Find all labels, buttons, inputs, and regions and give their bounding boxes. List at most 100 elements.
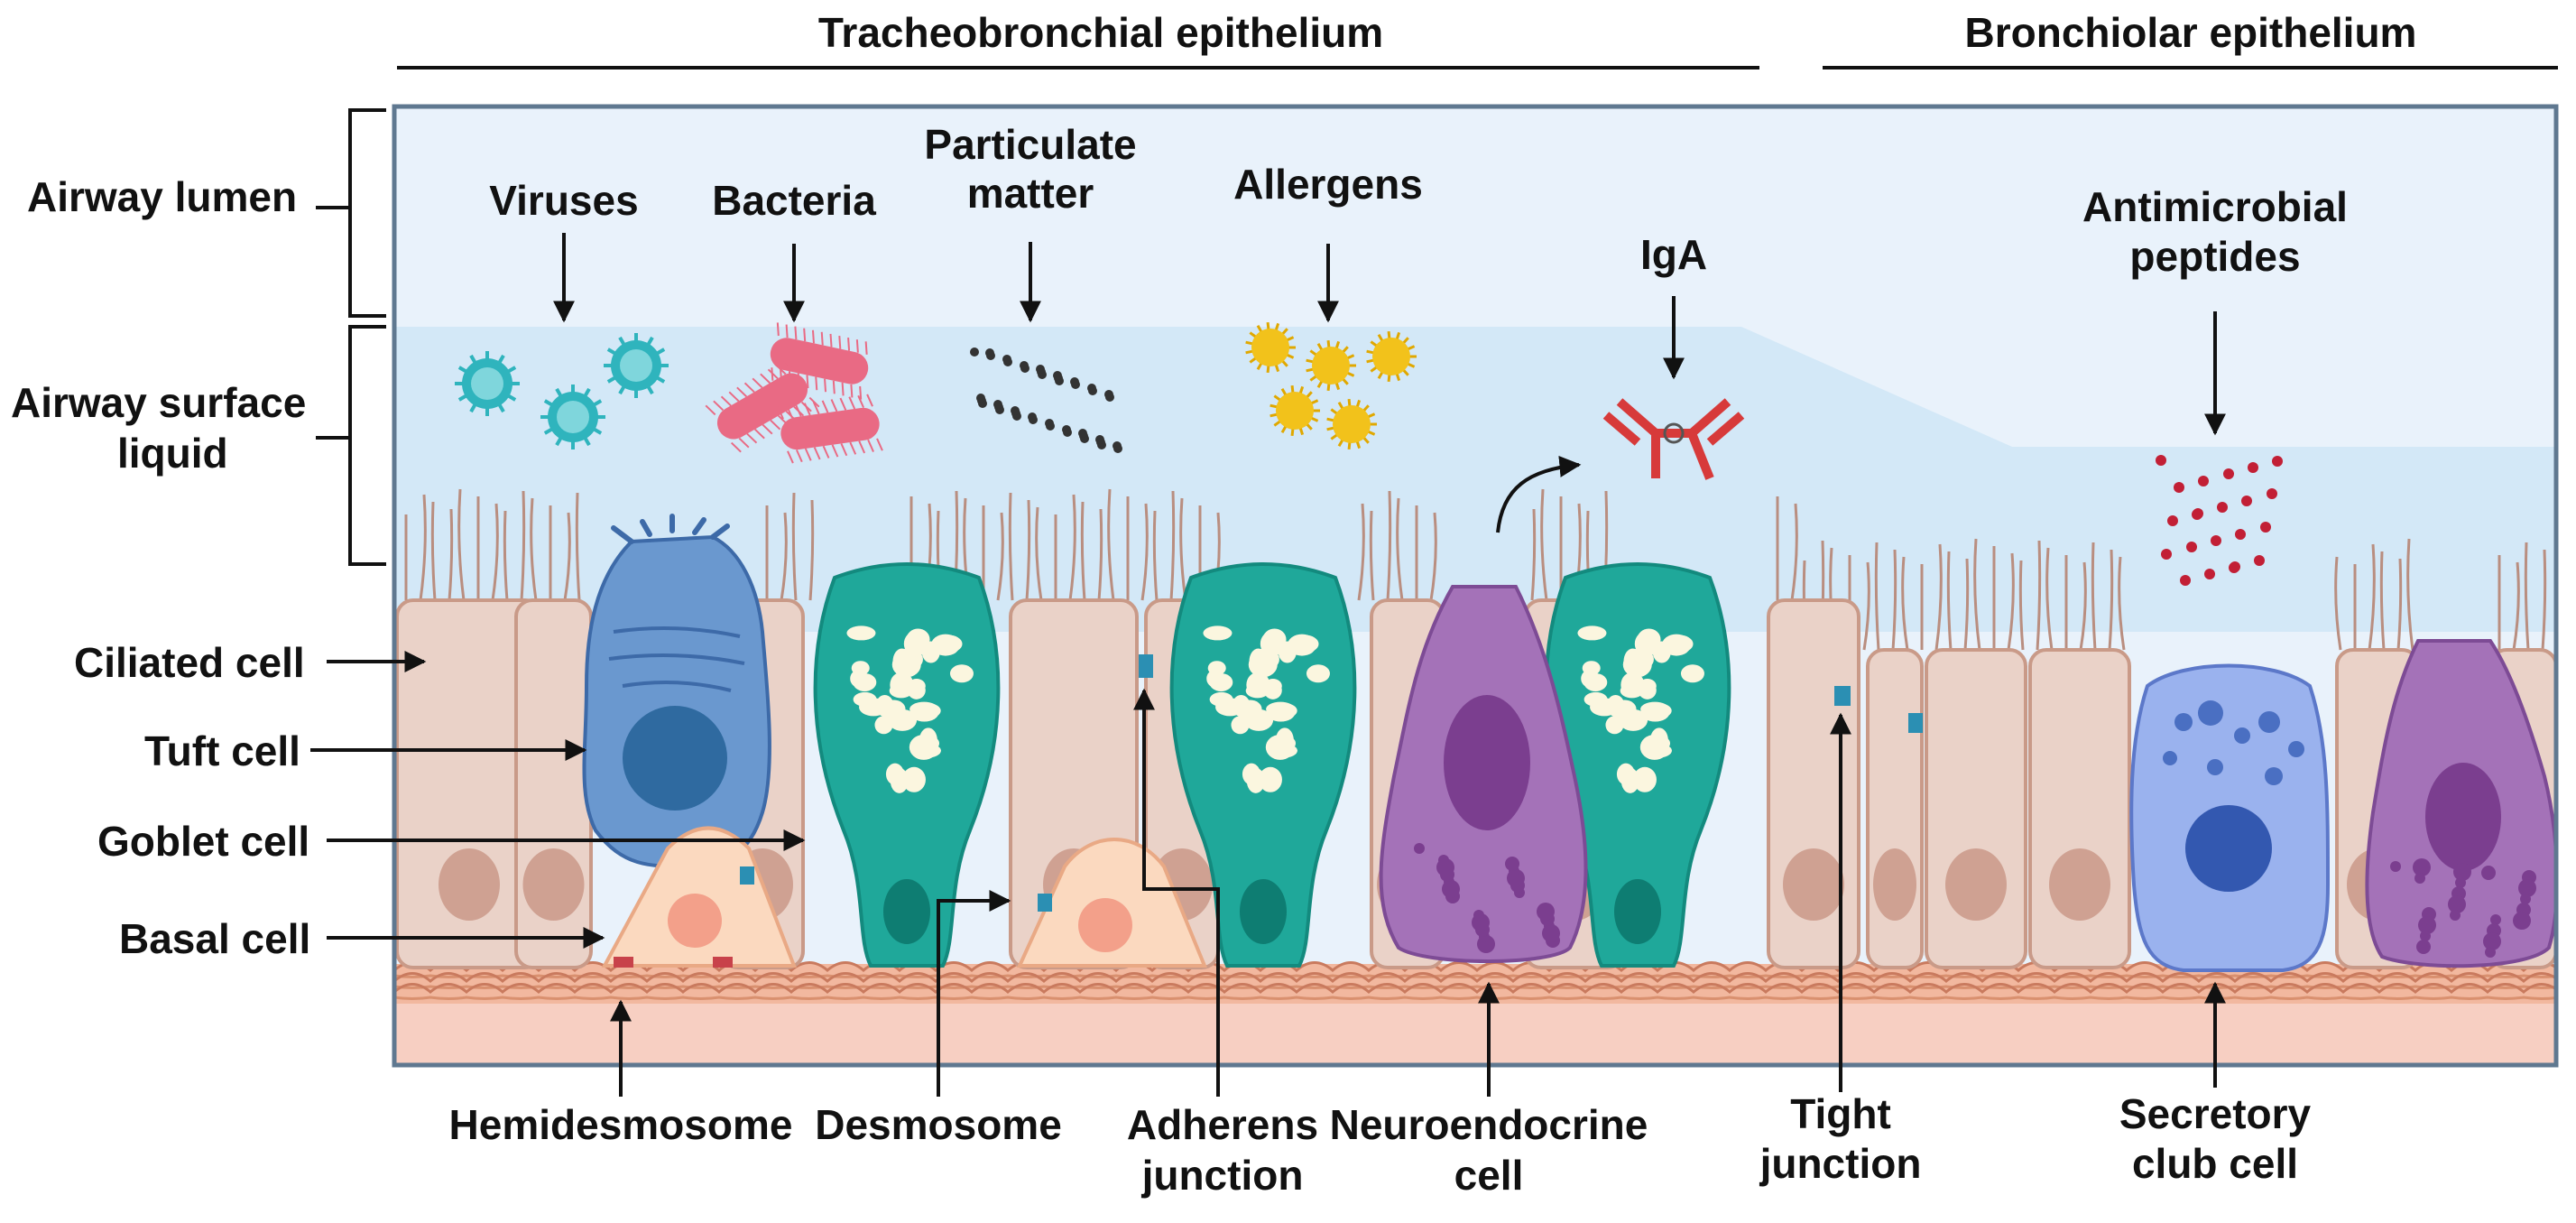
label-desmosome: Desmosome bbox=[815, 1101, 1062, 1148]
virus-particle bbox=[604, 333, 669, 398]
asl-bracket bbox=[348, 325, 386, 566]
cilium bbox=[2368, 543, 2376, 651]
label-basal-cell: Basal cell bbox=[119, 915, 310, 962]
peptide bbox=[2174, 482, 2184, 493]
pathogens bbox=[455, 321, 2283, 586]
cilium bbox=[520, 490, 526, 601]
region-brackets bbox=[316, 108, 386, 566]
cilium bbox=[780, 512, 788, 601]
label-allergens: Allergens bbox=[1233, 161, 1423, 208]
neuroendocrine-cell-2 bbox=[2365, 639, 2556, 968]
cilium bbox=[1946, 551, 1953, 651]
cilium bbox=[1035, 506, 1043, 601]
goblet-cell bbox=[1544, 562, 1731, 968]
peptide bbox=[2217, 502, 2228, 513]
cilium bbox=[1179, 497, 1187, 601]
allergen-grain bbox=[1326, 398, 1377, 450]
cilium bbox=[1862, 561, 1870, 651]
cilium bbox=[2512, 561, 2520, 651]
cilium bbox=[791, 492, 798, 601]
cilium bbox=[1874, 542, 1880, 651]
arrow-desmosome bbox=[937, 890, 1011, 1097]
cilium bbox=[2118, 556, 2126, 651]
cilium bbox=[1080, 501, 1086, 601]
particle bbox=[1053, 371, 1062, 380]
cilium bbox=[1540, 488, 1548, 601]
label-secretory-2: club cell bbox=[2132, 1140, 2298, 1187]
tissue-panel-border bbox=[392, 104, 2559, 1068]
peptide bbox=[2211, 535, 2221, 546]
label-goblet-cell: Goblet cell bbox=[97, 818, 309, 865]
label-particulate-1: Particulate bbox=[924, 121, 1136, 168]
label-neuroendocrine-2: cell bbox=[1454, 1152, 1524, 1199]
cilium bbox=[2524, 542, 2530, 651]
cilium bbox=[2045, 547, 2054, 651]
peptide bbox=[2235, 529, 2246, 540]
virus-particle bbox=[540, 385, 605, 449]
peptide bbox=[2161, 549, 2172, 560]
cilium bbox=[457, 488, 466, 601]
cilium bbox=[808, 499, 815, 601]
cilium bbox=[491, 503, 499, 601]
ciliated-cell bbox=[2028, 648, 2131, 969]
peptide bbox=[2192, 509, 2202, 520]
allergen-grain bbox=[1366, 330, 1417, 383]
cilium bbox=[563, 512, 571, 601]
cilium bbox=[1901, 556, 1909, 651]
allergen-grain bbox=[1306, 339, 1356, 392]
cilium bbox=[1891, 549, 1897, 651]
cilium bbox=[1973, 538, 1981, 651]
ciliated-cell bbox=[1925, 648, 2027, 969]
arrow-iga-secretion bbox=[1496, 456, 1582, 533]
airway-lumen-bracket bbox=[348, 108, 386, 318]
particle bbox=[985, 348, 994, 357]
label-tuft-cell: Tuft cell bbox=[144, 727, 300, 774]
bacterium bbox=[777, 394, 883, 464]
cilium bbox=[530, 497, 538, 601]
ciliated-cell bbox=[1866, 648, 1924, 969]
cilium bbox=[2396, 558, 2403, 651]
cilium bbox=[1369, 510, 1375, 601]
peptide bbox=[2260, 522, 2271, 533]
particle bbox=[1045, 419, 1054, 428]
tuft-cell bbox=[582, 514, 771, 869]
bacterium bbox=[770, 322, 869, 400]
cilium bbox=[1169, 490, 1176, 601]
peptide bbox=[2204, 569, 2215, 579]
section-headers: Tracheobronchial epithelium Bronchiolar … bbox=[397, 9, 2558, 69]
cilium bbox=[2379, 551, 2386, 651]
label-secretory-1: Secretory bbox=[2119, 1090, 2312, 1137]
particle bbox=[1020, 361, 1029, 370]
label-antimicrobial-1: Antimicrobial bbox=[2082, 183, 2348, 230]
particle bbox=[993, 400, 1002, 409]
cilium bbox=[1025, 499, 1031, 601]
peptide bbox=[2223, 468, 2234, 479]
cilium bbox=[2406, 538, 2414, 651]
airway-surface-liquid-region bbox=[394, 327, 2556, 632]
tissue-panel bbox=[394, 107, 2556, 1065]
peptide bbox=[2180, 575, 2191, 586]
peptide bbox=[2254, 555, 2265, 566]
peptide bbox=[2167, 515, 2178, 526]
cilium bbox=[503, 510, 509, 601]
iga-antibody bbox=[1602, 398, 1745, 480]
label-ciliated-cell: Ciliated cell bbox=[74, 639, 305, 686]
label-iga: IgA bbox=[1640, 231, 1707, 278]
label-adherens-1: Adherens bbox=[1127, 1101, 1318, 1148]
particle bbox=[1028, 412, 1037, 422]
ciliated-cell bbox=[1767, 598, 1860, 969]
cilium bbox=[1008, 492, 1014, 601]
cilium bbox=[2541, 549, 2547, 651]
goblet-cell bbox=[1169, 562, 1357, 968]
cilium bbox=[1790, 503, 1798, 601]
cilium bbox=[575, 492, 581, 601]
cilium bbox=[1963, 558, 1970, 651]
label-tight-1: Tight bbox=[1790, 1090, 1891, 1137]
particle bbox=[1095, 435, 1104, 444]
peptide bbox=[2248, 462, 2258, 473]
basal-cell-2 bbox=[1016, 838, 1207, 968]
goblet-cell bbox=[813, 562, 1001, 968]
allergen-grain bbox=[1245, 321, 1296, 374]
